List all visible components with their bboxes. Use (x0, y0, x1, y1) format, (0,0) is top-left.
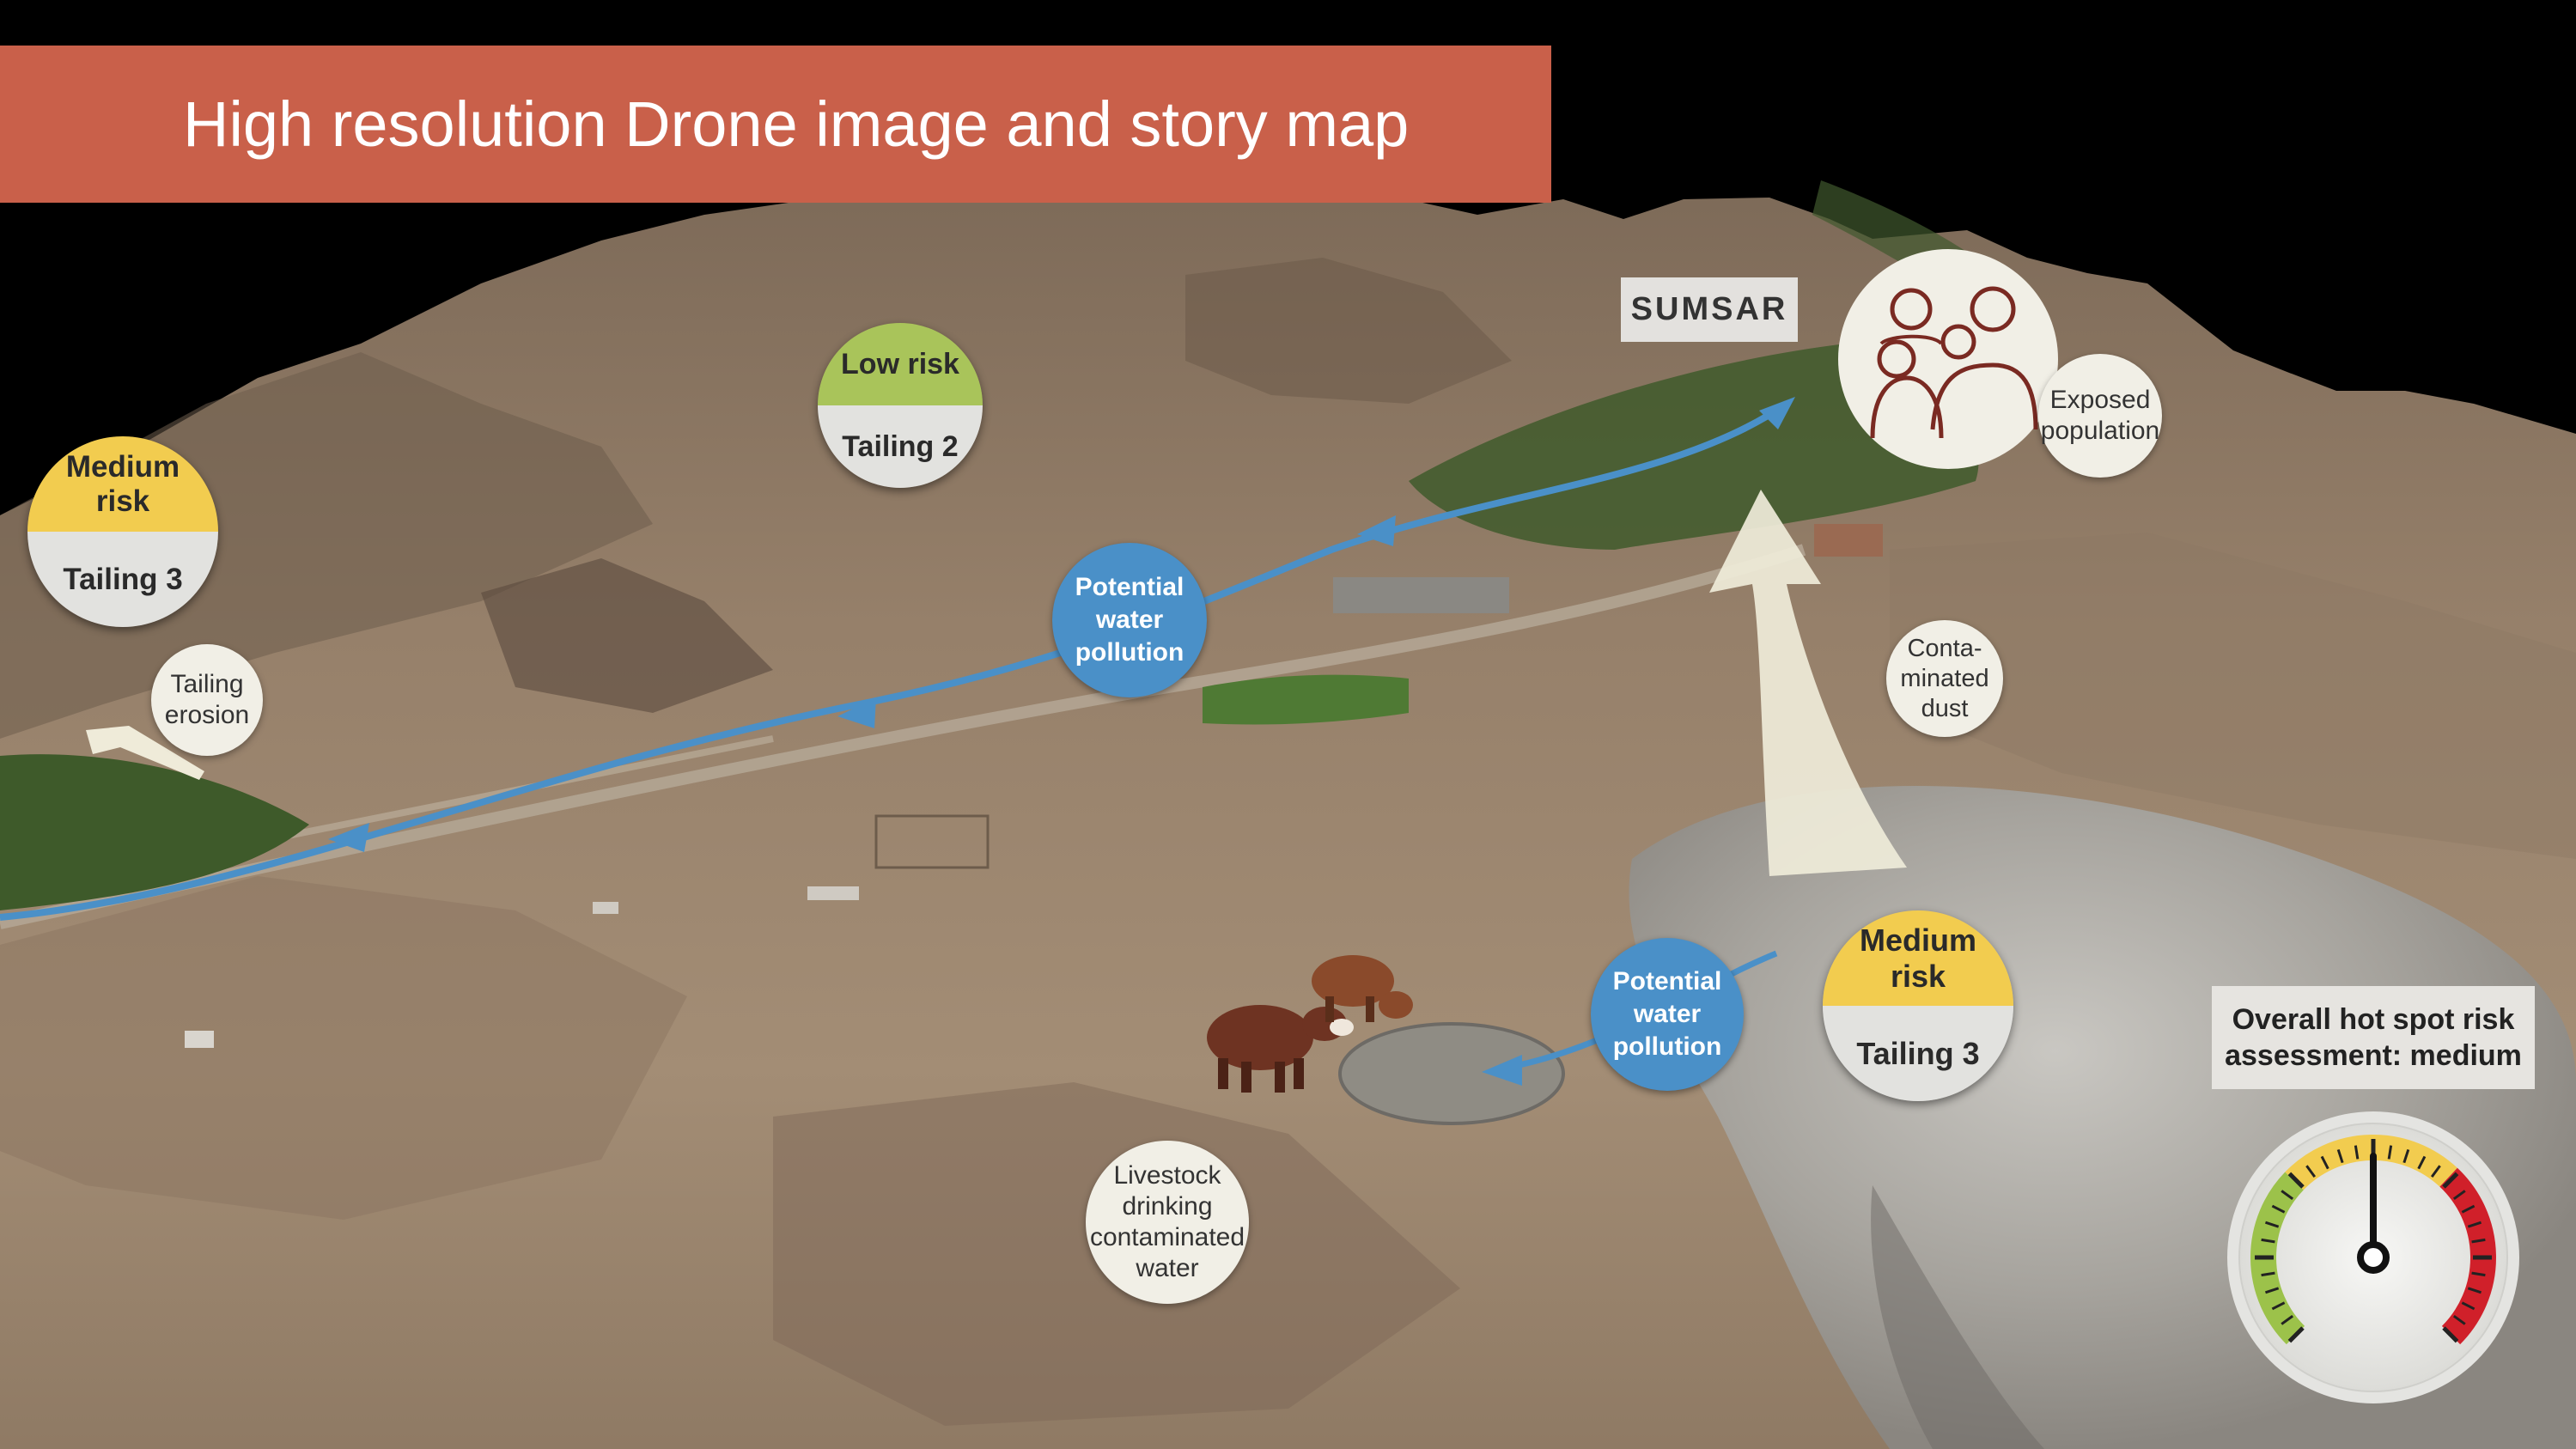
gauge-tick (2461, 1301, 2476, 1311)
gauge-tick (2336, 1148, 2344, 1164)
gauge-tick (2271, 1301, 2286, 1311)
erosion-arrow (86, 726, 204, 780)
risk-badge-tailing-3-right: Medium risk Tailing 3 (1823, 910, 2013, 1101)
tailing-erosion-note: Tailing erosion (151, 644, 263, 756)
gauge-tick (2354, 1145, 2360, 1160)
gauge-tick (2287, 1172, 2305, 1189)
gauge-tick (2452, 1190, 2466, 1201)
gauge-tick (2261, 1238, 2275, 1244)
cow-icon (1207, 1005, 1354, 1093)
gauge-tick (2261, 1271, 2275, 1277)
gauge-tick (2264, 1287, 2280, 1294)
risk-badge-tailing-2: Low risk Tailing 2 (818, 323, 983, 488)
gauge-tick (2467, 1287, 2482, 1294)
page-title: High resolution Drone image and story ma… (183, 88, 1410, 160)
contaminated-pond (1338, 1022, 1565, 1125)
water-pollution-label-upper: Potential water pollution (1052, 543, 1207, 697)
water-pollution-label-lower: Potential water pollution (1591, 938, 1744, 1091)
risk-assessment-box: Overall hot spot risk assessment: medium (2212, 986, 2535, 1089)
gauge-icon (2227, 1111, 2519, 1403)
exposed-population-note: Exposed population (2038, 354, 2162, 478)
cow-icon (1312, 955, 1413, 1022)
town-label: SUMSAR (1621, 277, 1798, 342)
gauge-tick (2471, 1238, 2486, 1244)
risk-badge-tailing-3-left: Medium risk Tailing 3 (27, 436, 218, 627)
gauge-tick (2442, 1326, 2459, 1343)
title-banner: High resolution Drone image and story ma… (0, 46, 1551, 203)
gauge-tick (2402, 1148, 2410, 1164)
gauge-tick (2320, 1155, 2329, 1170)
gauge-tick (2387, 1145, 2393, 1160)
gauge-tick (2430, 1165, 2441, 1178)
gauge-tick (2461, 1204, 2476, 1214)
water-flow-upper (0, 400, 1789, 921)
dust-arrow (1709, 490, 1907, 876)
gauge-tick (2281, 1190, 2294, 1201)
gauge-tick (2305, 1165, 2317, 1178)
gauge-tick (2442, 1172, 2459, 1189)
gauge-tick (2471, 1271, 2486, 1277)
gauge-tick (2287, 1326, 2305, 1343)
gauge-tick (2264, 1221, 2280, 1228)
gauge-tick (2281, 1314, 2294, 1325)
gauge-tick (2417, 1155, 2427, 1170)
people-icon (1838, 249, 2058, 469)
gauge-tick (2452, 1314, 2466, 1325)
gauge-tick (2271, 1204, 2286, 1214)
gauge-tick (2467, 1221, 2482, 1228)
contaminated-dust-note: Conta- minated dust (1886, 620, 2003, 737)
livestock-note: Livestock drinking contaminated water (1086, 1141, 1249, 1304)
